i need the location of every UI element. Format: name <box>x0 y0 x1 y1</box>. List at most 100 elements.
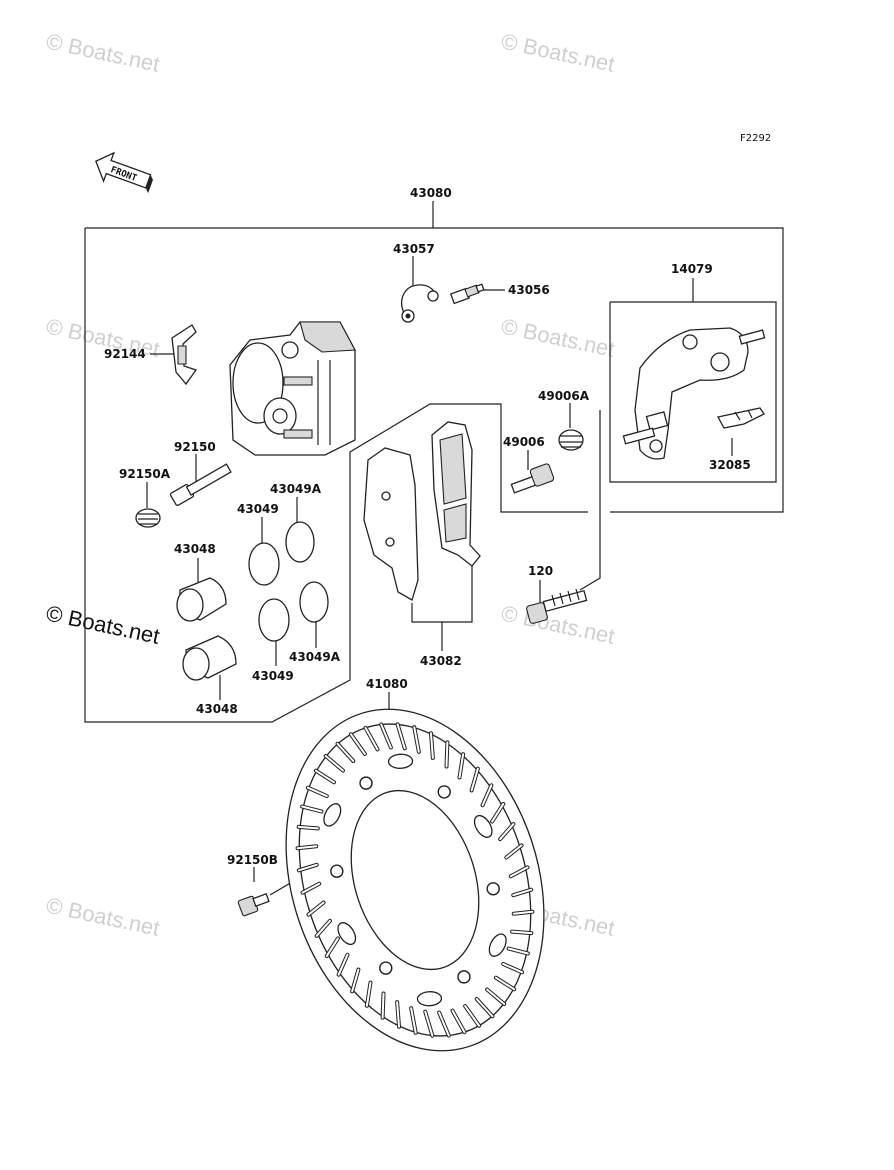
leader-lines <box>84 201 784 896</box>
vent-slot <box>396 1001 401 1028</box>
vent-slot <box>491 802 505 823</box>
disc-window <box>416 991 443 1007</box>
vent-slot <box>336 742 355 763</box>
watermark-2: © Boats.net <box>499 28 617 76</box>
hose-joint-icon <box>401 284 439 323</box>
vent-slot <box>429 732 434 759</box>
pad-retainer-icon <box>717 407 765 429</box>
caliper-body-icon <box>229 321 356 456</box>
vent-slot <box>349 733 366 755</box>
vent-slot <box>413 726 420 753</box>
vent-slot <box>494 976 516 991</box>
caliper-bracket-icon <box>622 327 766 460</box>
vent-slot <box>396 723 406 750</box>
pin-bolt-icon <box>169 463 232 506</box>
disc-vent-slots <box>295 722 535 1038</box>
bolt-hole <box>457 970 471 984</box>
watermark-4: © Boats.net <box>499 313 617 361</box>
vent-slot <box>511 930 533 935</box>
vent-slot <box>438 1011 450 1037</box>
label-43080: 43080 <box>410 186 452 200</box>
vent-slot <box>486 988 506 1006</box>
label-43048-top: 43048 <box>174 542 216 556</box>
label-49006A: 49006A <box>538 389 590 403</box>
pin-cap-icon <box>135 508 161 528</box>
disc-windows <box>323 753 507 1007</box>
brake-pad-inner-icon <box>363 447 419 601</box>
label-43049-top: 43049 <box>237 502 279 516</box>
bolt-hole <box>486 882 500 896</box>
vent-slot <box>512 888 533 897</box>
vent-slot <box>451 1009 466 1034</box>
vent-slot <box>380 723 392 749</box>
vent-slot <box>324 754 344 772</box>
bleeder-valve-icon <box>449 283 485 305</box>
vent-slot <box>325 937 339 958</box>
vent-slot <box>297 863 318 872</box>
bolt-hole <box>359 776 373 790</box>
vent-slot <box>424 1010 434 1037</box>
label-92150A: 92150A <box>119 467 171 481</box>
piston-top-icon <box>176 577 227 622</box>
watermark-1: © Boats.net <box>44 28 162 76</box>
vent-slot <box>364 726 379 751</box>
front-arrow-icon: FRONT <box>95 151 153 194</box>
vent-slot <box>314 769 336 784</box>
vent-slot <box>464 1005 481 1027</box>
brake-pad-outer-icon <box>431 421 481 567</box>
vent-slot <box>507 947 529 955</box>
boot-icon <box>558 429 584 451</box>
vent-slot <box>381 992 385 1019</box>
figure-code: F2292 <box>740 133 771 144</box>
disc-window <box>488 933 507 957</box>
watermark-dark: © Boats.net <box>44 600 162 648</box>
vent-slot <box>337 953 349 976</box>
caliper-bolt-icon <box>526 588 588 624</box>
label-43082: 43082 <box>420 654 462 668</box>
vent-slot <box>445 741 449 768</box>
label-49006: 49006 <box>503 435 545 449</box>
vent-slot <box>306 786 328 798</box>
vent-slot <box>502 962 524 974</box>
bolt-hole <box>437 785 451 799</box>
vent-slot <box>351 968 360 993</box>
label-43049A-top: 43049A <box>270 482 322 496</box>
label-92150: 92150 <box>174 440 216 454</box>
label-43049-bottom: 43049 <box>252 669 294 683</box>
brake-disc-icon <box>285 708 545 1052</box>
vent-slot <box>505 844 523 859</box>
piston-bottom-icon <box>182 635 237 681</box>
disc-window <box>323 803 342 827</box>
vent-slot <box>365 981 372 1007</box>
vent-slot <box>301 882 321 894</box>
vent-slot <box>297 825 319 830</box>
disc-bolt-holes <box>330 776 500 984</box>
vent-slot <box>458 753 465 779</box>
bolt-hole <box>330 864 344 878</box>
vent-slot <box>475 997 494 1018</box>
label-92150B: 92150B <box>227 853 278 867</box>
vent-slot <box>512 910 534 915</box>
sleeve-icon <box>510 463 555 494</box>
disc-window <box>387 753 414 769</box>
pad-spring-icon <box>171 324 198 386</box>
disc-window <box>337 922 357 946</box>
label-14079: 14079 <box>671 262 713 276</box>
label-43048-bottom: 43048 <box>196 702 238 716</box>
part-labels: 43080 43057 43056 14079 92144 49006A 490… <box>104 186 751 867</box>
vent-slot <box>296 845 318 850</box>
label-43049A-bottom: 43049A <box>289 650 341 664</box>
disc-bolt-icon <box>237 893 270 917</box>
label-32085: 32085 <box>709 458 751 472</box>
piston-seals-icon <box>248 521 329 642</box>
watermark-6: © Boats.net <box>44 892 162 940</box>
label-92144: 92144 <box>104 347 146 361</box>
disc-window <box>473 814 493 838</box>
vent-slot <box>307 901 325 916</box>
vent-slot <box>509 866 529 878</box>
vent-slot <box>481 784 493 807</box>
label-120: 120 <box>528 564 553 578</box>
label-43057: 43057 <box>393 242 435 256</box>
vent-slot <box>410 1007 417 1034</box>
